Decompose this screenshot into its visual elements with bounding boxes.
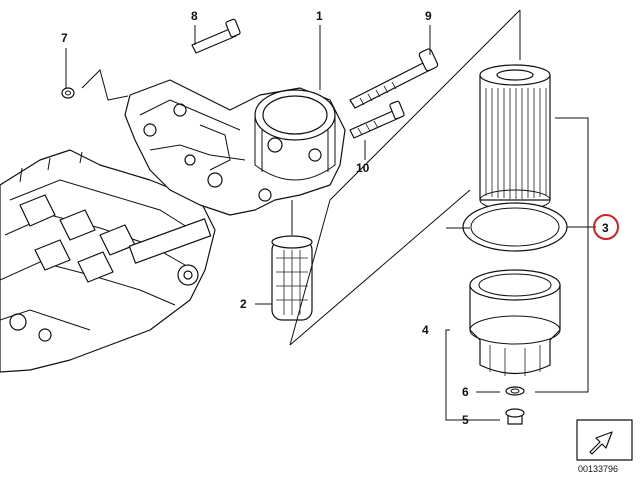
o-ring bbox=[462, 202, 568, 252]
bolt-9 bbox=[349, 48, 439, 109]
callout-4: 4 bbox=[422, 323, 429, 337]
callout-8: 8 bbox=[191, 9, 198, 23]
callout-5: 5 bbox=[462, 413, 469, 427]
callout-1: 1 bbox=[316, 9, 323, 23]
callout-6: 6 bbox=[462, 385, 469, 399]
seal-ring bbox=[505, 386, 525, 396]
bolt-10 bbox=[349, 100, 405, 139]
callout-7: 7 bbox=[61, 31, 68, 45]
view-direction-box bbox=[576, 419, 633, 461]
highlight-circle-3 bbox=[593, 214, 619, 240]
callout-9: 9 bbox=[425, 9, 432, 23]
dowel-sleeve bbox=[61, 87, 75, 99]
arrow-icon bbox=[589, 431, 613, 455]
bolt-8 bbox=[191, 18, 241, 54]
drain-plug bbox=[505, 408, 525, 425]
oil-strainer bbox=[271, 235, 313, 321]
leader-lines bbox=[65, 25, 596, 421]
diagram-code: 00133796 bbox=[578, 464, 618, 474]
filter-element bbox=[479, 64, 551, 211]
engine-block bbox=[0, 149, 216, 373]
explode-guides bbox=[289, 9, 521, 346]
oil-filter-housing bbox=[124, 79, 346, 216]
filter-cover bbox=[469, 269, 561, 376]
callout-3: 3 bbox=[602, 221, 609, 235]
callout-10: 10 bbox=[356, 161, 370, 175]
callout-2: 2 bbox=[240, 297, 247, 311]
